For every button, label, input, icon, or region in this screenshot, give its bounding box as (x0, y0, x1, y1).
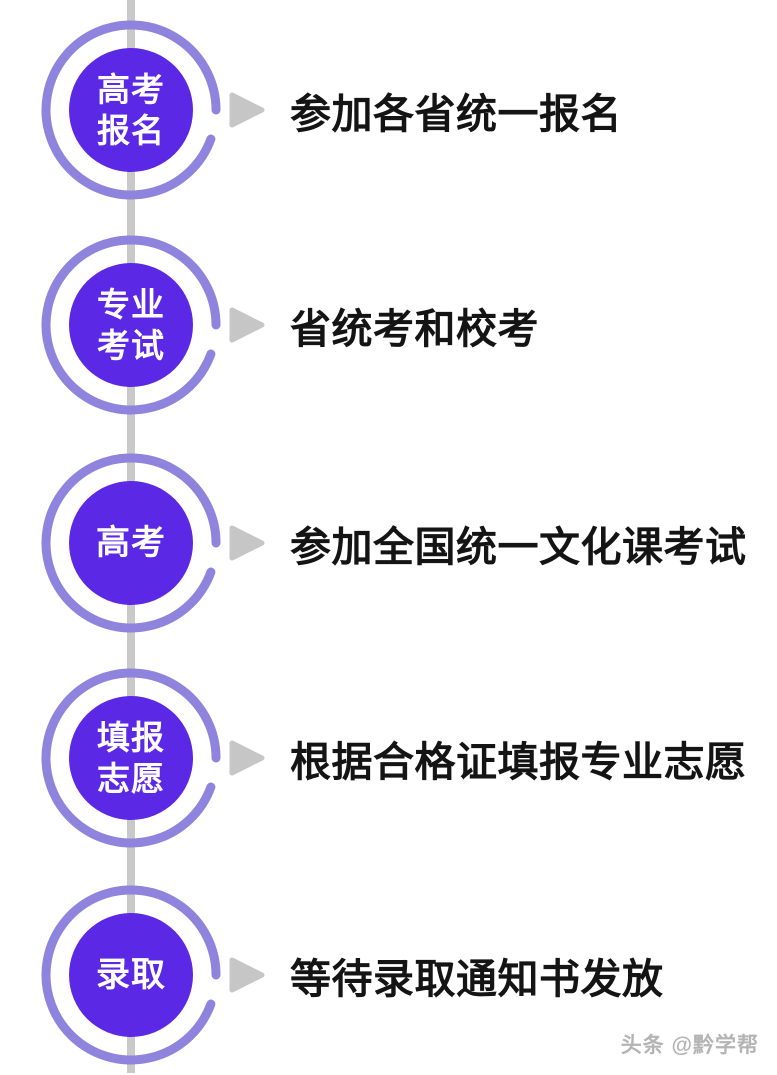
step-node-disc-4: 填报 志愿 (69, 696, 193, 820)
step-node-label-line-2: 报名 (97, 112, 165, 149)
step-node-disc-2: 专业 考试 (69, 263, 193, 387)
step-node-1[interactable]: 高考 报名 (41, 20, 221, 200)
step-node-label-line-1: 高考 (96, 524, 166, 562)
triangle-right-icon-3 (226, 523, 268, 563)
step-description-4: 根据合格证填报专业志愿 (290, 739, 747, 785)
triangle-right-icon-1 (226, 90, 268, 130)
node-ring-icon (41, 453, 221, 633)
node-ring-icon (41, 20, 221, 200)
triangle-right-icon-2 (226, 305, 268, 345)
step-node-label-line-2: 考试 (97, 327, 165, 364)
step-node-2[interactable]: 专业 考试 (41, 235, 221, 415)
step-node-label-line-1: 专业 (97, 286, 165, 323)
step-node-disc-5: 录取 (69, 913, 193, 1037)
node-ring-icon (41, 235, 221, 415)
step-node-4[interactable]: 填报 志愿 (41, 668, 221, 848)
step-node-label-line-1: 高考 (97, 71, 165, 108)
step-description-2: 省统考和校考 (290, 306, 539, 352)
triangle-right-icon-4 (226, 738, 268, 778)
step-node-disc-3: 高考 (69, 481, 193, 605)
step-node-disc-1: 高考 报名 (69, 48, 193, 172)
step-description-5: 等待录取通知书发放 (290, 956, 664, 1002)
watermark: 头条 @黔学帮 (620, 1034, 759, 1057)
step-node-label-line-1: 填报 (97, 719, 165, 756)
step-node-3[interactable]: 高考 (41, 453, 221, 633)
flow-step-2: 专业 考试 省统考和校考 (0, 225, 777, 425)
flow-step-4: 填报 志愿 根据合格证填报专业志愿 (0, 658, 777, 858)
flow-step-5: 录取 等待录取通知书发放 (0, 875, 777, 1075)
step-description-3: 参加全国统一文化课考试 (290, 524, 747, 570)
step-node-label-line-1: 录取 (96, 956, 166, 994)
flow-step-1: 高考 报名 参加各省统一报名 (0, 10, 777, 210)
node-ring-icon (41, 668, 221, 848)
node-ring-icon (41, 885, 221, 1065)
triangle-right-icon-5 (226, 955, 268, 995)
step-node-label-line-2: 志愿 (97, 760, 165, 797)
step-description-1: 参加各省统一报名 (290, 91, 622, 137)
flow-step-3: 高考 参加全国统一文化课考试 (0, 443, 777, 643)
step-node-5[interactable]: 录取 (41, 885, 221, 1065)
